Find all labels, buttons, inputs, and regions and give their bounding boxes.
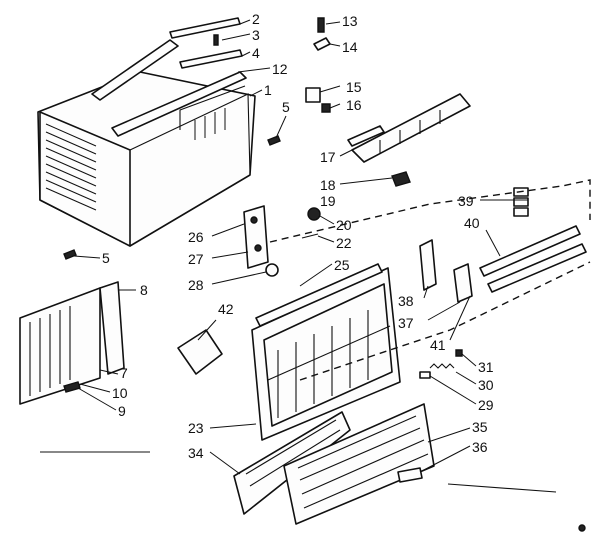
callout-17: 17: [320, 149, 336, 165]
assembly-outline: [269, 179, 591, 381]
callout-5b: 5: [102, 250, 110, 266]
label-plate: [397, 467, 423, 483]
callout-39: 39: [458, 193, 474, 209]
scan-mark: [578, 524, 586, 532]
callout-35: 35: [472, 419, 488, 435]
spring-part: [429, 363, 455, 369]
callout-16: 16: [346, 97, 362, 113]
callout-14: 14: [342, 39, 358, 55]
switch-part: [419, 239, 437, 291]
callout-37: 37: [398, 315, 414, 331]
callout-3: 3: [252, 27, 260, 43]
callout-2: 2: [252, 11, 260, 27]
hardware-group: [305, 17, 331, 113]
switch-part: [453, 263, 473, 303]
callout-19: 19: [320, 193, 336, 209]
control-bracket: [347, 93, 471, 187]
cabinet-louvers: [45, 123, 97, 211]
callout-28: 28: [188, 277, 204, 293]
callout-5: 5: [282, 99, 290, 115]
callout-31: 31: [478, 359, 494, 375]
callout-36: 36: [472, 439, 488, 455]
callout-29: 29: [478, 397, 494, 413]
callout-1: 1: [264, 82, 272, 98]
callout-20: 20: [336, 217, 352, 233]
callout-38: 38: [398, 293, 414, 309]
screw-part: [455, 349, 463, 357]
callout-30: 30: [478, 377, 494, 393]
louver-bar: [479, 225, 581, 277]
callout-13: 13: [342, 13, 358, 29]
callout-22: 22: [336, 235, 352, 251]
screw-part: [63, 249, 77, 260]
callout-23: 23: [188, 420, 204, 436]
callout-labels: 2 3 4 12 1 5 13 14 15 16 17 18 19 20 22 …: [102, 11, 494, 461]
leader-lines: [73, 19, 528, 475]
louver-bar: [487, 243, 587, 293]
callout-40: 40: [464, 215, 480, 231]
clip-part: [301, 233, 319, 239]
front-grille: [251, 263, 401, 441]
rail-part: [179, 49, 243, 69]
mounting-bracket: [243, 205, 279, 277]
callout-4: 4: [252, 45, 260, 61]
callout-26: 26: [188, 229, 204, 245]
callout-27: 27: [188, 251, 204, 267]
screw-part: [267, 135, 281, 146]
filter-frame: [19, 281, 125, 405]
callout-12: 12: [272, 61, 288, 77]
callout-7: 7: [120, 365, 128, 381]
callout-8: 8: [140, 282, 148, 298]
knob-part: [177, 329, 223, 375]
callout-41: 41: [430, 337, 446, 353]
front-panel: [283, 403, 435, 525]
callout-10: 10: [112, 385, 128, 401]
callout-42: 42: [218, 301, 234, 317]
callout-18: 18: [320, 177, 336, 193]
knob-part: [307, 207, 321, 221]
cabinet-assembly: [37, 39, 256, 247]
callout-15: 15: [346, 79, 362, 95]
callout-25: 25: [334, 257, 350, 273]
scan-mark: [447, 483, 557, 493]
callout-34: 34: [188, 445, 204, 461]
callout-9: 9: [118, 403, 126, 419]
screw-part: [419, 371, 431, 379]
top-rail-part: [169, 17, 241, 39]
screw-part: [213, 34, 219, 46]
